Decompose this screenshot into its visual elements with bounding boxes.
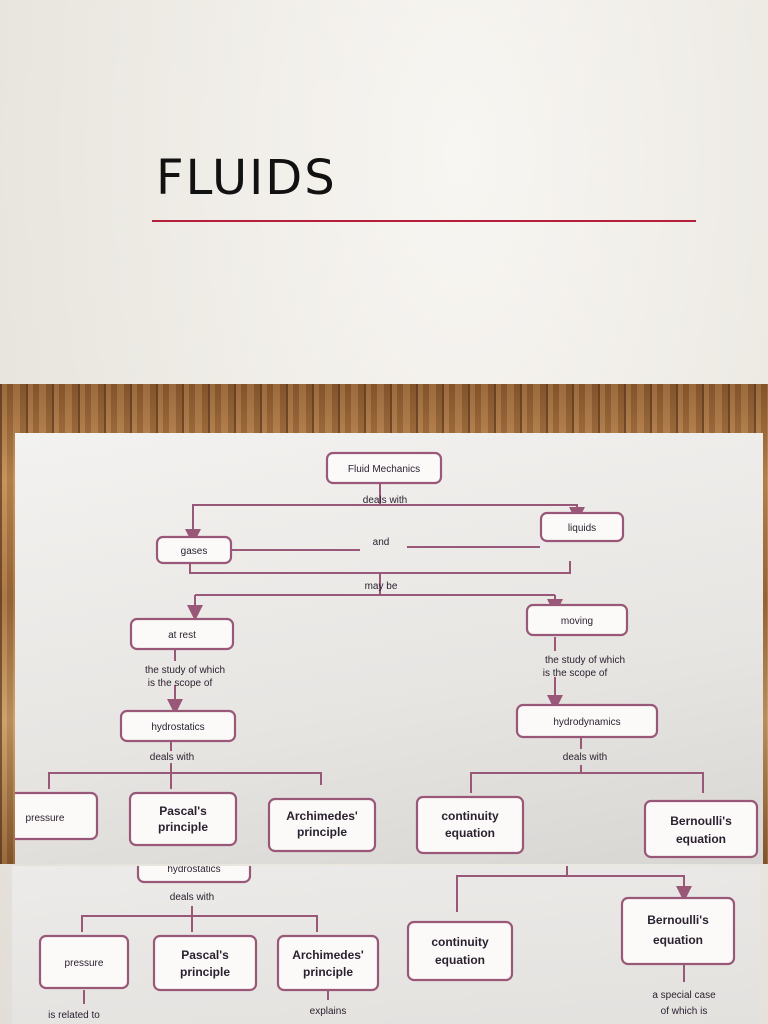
label-special-case-1: a special case <box>652 990 716 1001</box>
edge-hd-split <box>456 866 684 912</box>
edge-may-be <box>189 561 571 596</box>
node-archimedes-principle: Archimedes' principle <box>276 934 380 992</box>
svg-text:principle: principle <box>158 820 208 834</box>
label-deals-with: deals with <box>170 892 214 903</box>
title-underline <box>152 220 696 222</box>
label-is-related-to: is related to <box>48 1010 100 1021</box>
node-moving: moving <box>525 603 629 637</box>
svg-text:principle: principle <box>297 825 347 839</box>
slide-title: FLUIDS <box>156 150 337 206</box>
svg-text:continuity: continuity <box>441 809 499 823</box>
node-continuity-equation: continuity equation <box>415 795 525 855</box>
label-study-left-1: the study of which <box>145 665 225 676</box>
svg-text:equation: equation <box>445 826 495 840</box>
svg-text:Pascal's: Pascal's <box>159 804 207 818</box>
label-deals-with: deals with <box>363 495 407 506</box>
node-pressure: pressure <box>38 934 130 990</box>
svg-text:continuity: continuity <box>431 935 489 949</box>
node-at-rest: at rest <box>129 617 235 651</box>
svg-text:Bernoulli's: Bernoulli's <box>670 814 732 828</box>
svg-text:at rest: at rest <box>168 630 196 641</box>
svg-text:equation: equation <box>435 953 485 967</box>
node-gases: gases <box>155 535 233 565</box>
svg-text:gases: gases <box>181 546 208 557</box>
svg-text:Bernoulli's: Bernoulli's <box>647 913 709 927</box>
edge-split-top <box>192 504 585 523</box>
svg-text:pressure: pressure <box>65 958 104 969</box>
concept-map-top: Fluid Mechanics deals with liquids gases… <box>15 451 759 859</box>
label-study-left-2: is the scope of <box>148 678 213 689</box>
edge-hs-split <box>81 906 318 932</box>
node-pressure: pressure <box>15 791 99 841</box>
svg-text:Archimedes': Archimedes' <box>286 809 358 823</box>
svg-text:equation: equation <box>653 933 703 947</box>
label-study-right-1: the study of which <box>545 655 625 666</box>
node-continuity-equation: continuity equation <box>406 920 514 982</box>
label-may-be: may be <box>365 581 398 592</box>
node-archimedes-principle: Archimedes' principle <box>267 797 377 853</box>
label-and: and <box>373 537 390 548</box>
concept-map-photo-top: Fluid Mechanics deals with liquids gases… <box>15 433 763 864</box>
label-special-case-2: of which is <box>661 1006 708 1017</box>
svg-text:Fluid Mechanics: Fluid Mechanics <box>348 464 420 475</box>
node-bernoulli-equation: Bernoulli's equation <box>620 896 736 966</box>
svg-text:moving: moving <box>561 616 593 627</box>
node-hydrodynamics: hydrodynamics <box>515 703 659 739</box>
edge-hd-down <box>470 737 704 793</box>
concept-map-photo-bottom: hydrostatics deals with pressure Pascal'… <box>12 866 760 1024</box>
label-deals-with-right: deals with <box>563 752 607 763</box>
svg-text:liquids: liquids <box>568 523 596 534</box>
svg-text:principle: principle <box>180 965 230 979</box>
svg-text:hydrodynamics: hydrodynamics <box>553 717 620 728</box>
node-fluid-mechanics: Fluid Mechanics <box>325 451 443 485</box>
edge-and <box>230 546 540 551</box>
svg-text:hydrostatics: hydrostatics <box>167 866 220 875</box>
svg-text:Pascal's: Pascal's <box>181 948 229 962</box>
svg-text:equation: equation <box>676 832 726 846</box>
label-deals-with-left: deals with <box>150 752 194 763</box>
node-hydrostatics: hydrostatics <box>119 709 237 743</box>
node-pascals-principle: Pascal's principle <box>152 934 258 992</box>
svg-text:hydrostatics: hydrostatics <box>151 722 204 733</box>
node-bernoulli-equation: Bernoulli's equation <box>643 799 759 859</box>
node-hydrostatics-partial: hydrostatics <box>136 866 252 884</box>
label-explains: explains <box>310 1006 347 1017</box>
edge-hs-down <box>48 737 322 789</box>
node-pascals-principle: Pascal's principle <box>128 791 238 847</box>
label-study-right-2: is the scope of <box>543 668 608 679</box>
node-liquids: liquids <box>539 511 625 543</box>
concept-map-bottom: hydrostatics deals with pressure Pascal'… <box>38 866 736 1021</box>
svg-text:principle: principle <box>303 965 353 979</box>
svg-text:Archimedes': Archimedes' <box>292 948 364 962</box>
svg-text:pressure: pressure <box>26 813 65 824</box>
